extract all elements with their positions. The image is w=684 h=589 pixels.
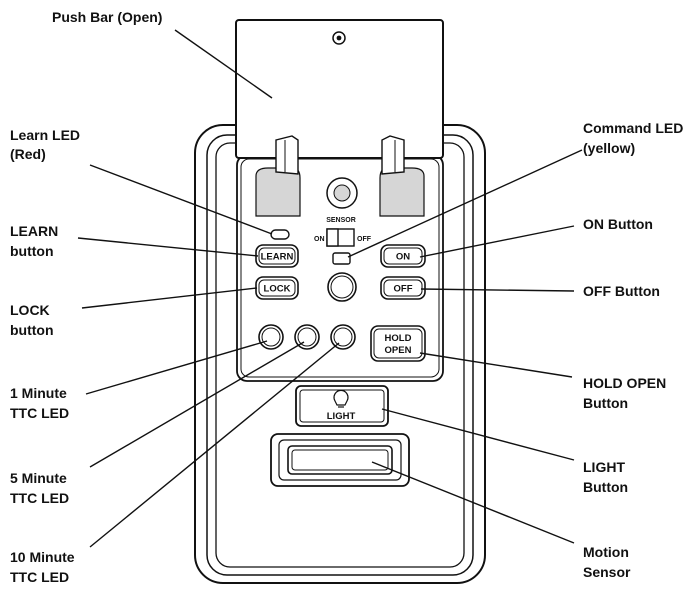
callout-off-button: OFF Button [583,283,660,299]
off-button-label: OFF [394,284,413,295]
sensor-label: SENSOR [326,217,356,224]
motion-sensor [270,433,410,487]
callout-learn-led-line1: Learn LED [10,127,80,143]
callout-ttc-10-line1: 10 Minute [10,549,75,565]
hinge-tab-right [381,135,405,175]
hold-open-button[interactable]: HOLD OPEN [370,325,426,362]
callout-command-led-line1: Command LED [583,120,683,136]
callout-ttc-1-line2: TTC LED [10,405,69,421]
hold-label: HOLD [385,333,412,344]
center-sensor-icon [326,177,358,209]
on-button-label: ON [396,252,410,263]
hinge-area-left [255,167,301,217]
on-button[interactable]: ON [380,244,426,268]
callout-motion-line2: Sensor [583,564,631,580]
callout-light-line1: LIGHT [583,459,625,475]
callout-ttc-5-line1: 5 Minute [10,470,67,486]
callout-ttc-1-line1: 1 Minute [10,385,67,401]
callout-learn-button-line1: LEARN [10,223,58,239]
callout-ttc-5-line2: TTC LED [10,490,69,506]
callout-push-bar: Push Bar (Open) [52,9,162,25]
learn-led [270,229,290,240]
hinge-tab-left [275,135,299,175]
ttc-led-10-minute [330,324,356,350]
callout-learn-led-line2: (Red) [10,146,46,162]
lock-button[interactable]: LOCK [255,276,299,300]
light-button-label: LIGHT [327,411,356,422]
callout-learn-button-line2: button [10,243,54,259]
light-button[interactable]: LIGHT [295,385,389,427]
callout-lock-button-line2: button [10,322,54,338]
open-label: OPEN [385,345,412,356]
learn-button-label: LEARN [261,252,294,263]
callout-on-button: ON Button [583,216,653,232]
callout-command-led-line2: (yellow) [583,140,635,156]
off-button[interactable]: OFF [380,276,426,300]
lock-button-label: LOCK [264,284,291,295]
leader-lines [77,29,583,548]
push-bar[interactable] [235,19,444,159]
callout-lock-button-line1: LOCK [10,302,50,318]
callout-hold-open-line1: HOLD OPEN [583,375,666,391]
callout-motion-line1: Motion [583,544,629,560]
learn-button[interactable]: LEARN [255,244,299,268]
ttc-led-1-minute [258,324,284,350]
command-led [332,252,351,265]
callout-hold-open-line2: Button [583,395,628,411]
callout-light-line2: Button [583,479,628,495]
hinge-area-right [379,167,425,217]
sensor-off-label: OFF [357,236,372,243]
sensor-on-label: ON [314,236,325,243]
light-bulb-icon [333,389,349,408]
callout-ttc-10-line2: TTC LED [10,569,69,585]
center-round-button[interactable] [327,272,357,302]
sensor-switch[interactable]: SENSOR ON OFF [314,217,372,247]
